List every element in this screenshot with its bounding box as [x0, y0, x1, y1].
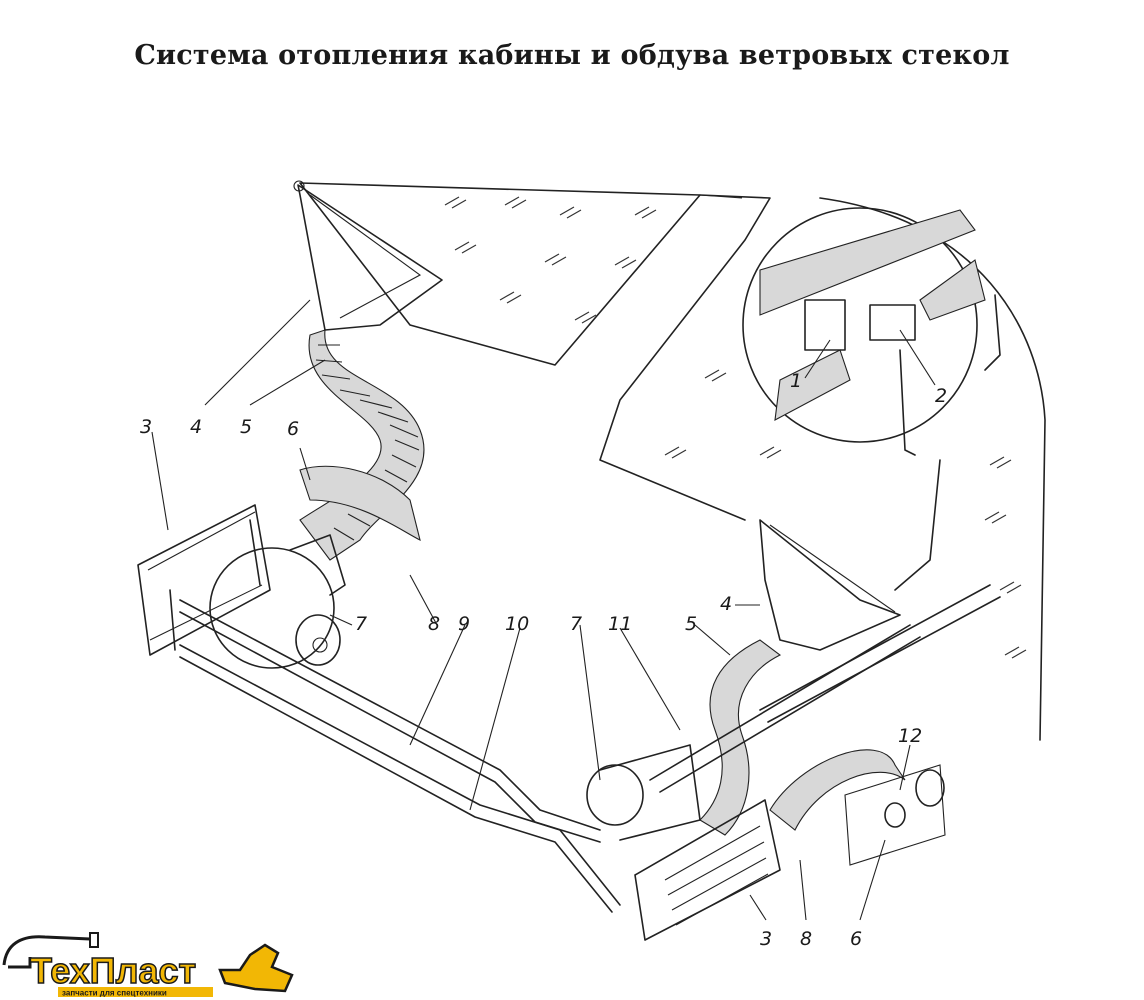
brand-name-part2: Пласт: [90, 950, 196, 991]
callout-12-switch-panel: 12: [898, 725, 922, 747]
heater-left: [137, 504, 271, 656]
brand-name-part1: Тех: [30, 950, 90, 991]
windshield-hatching: [444, 196, 1027, 659]
callout-4-left-nozzle: 4: [190, 416, 202, 438]
brand-tagline: запчасти для спецтехники: [62, 989, 167, 998]
fan-right: [586, 744, 701, 841]
hose-left: [299, 329, 425, 561]
defroster-nozzle-right: [759, 519, 901, 651]
callout-5-right-hose: 5: [685, 613, 697, 635]
callout-3-left-heater: 3: [140, 416, 152, 438]
callout-2-valve-handle: 2: [935, 385, 947, 407]
pipes-right: [649, 584, 1001, 793]
brand-logo: ТехПласт запчасти для спецтехники: [2, 932, 294, 998]
defroster-nozzle-left: [293, 180, 443, 331]
fan-left: [209, 534, 346, 669]
windshield-left: [299, 182, 771, 521]
callout-10-tube: 10: [505, 613, 529, 635]
callout-8-left-hose: 8: [428, 613, 440, 635]
callout-5-left-hose: 5: [240, 416, 252, 438]
tubes-long: [179, 599, 621, 913]
diagram-title: Система отопления кабины и обдува ветров…: [134, 40, 1010, 71]
leader-lines: [151, 299, 936, 921]
heater-right: [634, 799, 781, 941]
callout-6-left-switch: 6: [287, 418, 299, 440]
switch-panel: [844, 764, 946, 866]
hose-right: [699, 639, 906, 836]
callout-7-left-fan: 7: [355, 613, 367, 635]
valve-inset: [742, 207, 1001, 591]
callout-4-right-nozzle: 4: [720, 593, 732, 615]
callout-8-right-hose: 8: [800, 928, 812, 950]
callout-9-tube: 9: [458, 613, 470, 635]
callout-6-right-switch: 6: [850, 928, 862, 950]
cab-edge-right: [819, 197, 1046, 741]
callout-7-right-fan: 7: [570, 613, 582, 635]
callout-3-right-heater: 3: [760, 928, 772, 950]
callout-1-valve: 1: [790, 370, 802, 392]
callout-11-pipe: 11: [608, 613, 632, 635]
tagline-band: [58, 987, 213, 997]
loader-bucket-icon: [218, 943, 294, 993]
excavator-arm-icon: [2, 932, 99, 969]
svg-text:ТехПласт: ТехПласт: [30, 950, 196, 991]
